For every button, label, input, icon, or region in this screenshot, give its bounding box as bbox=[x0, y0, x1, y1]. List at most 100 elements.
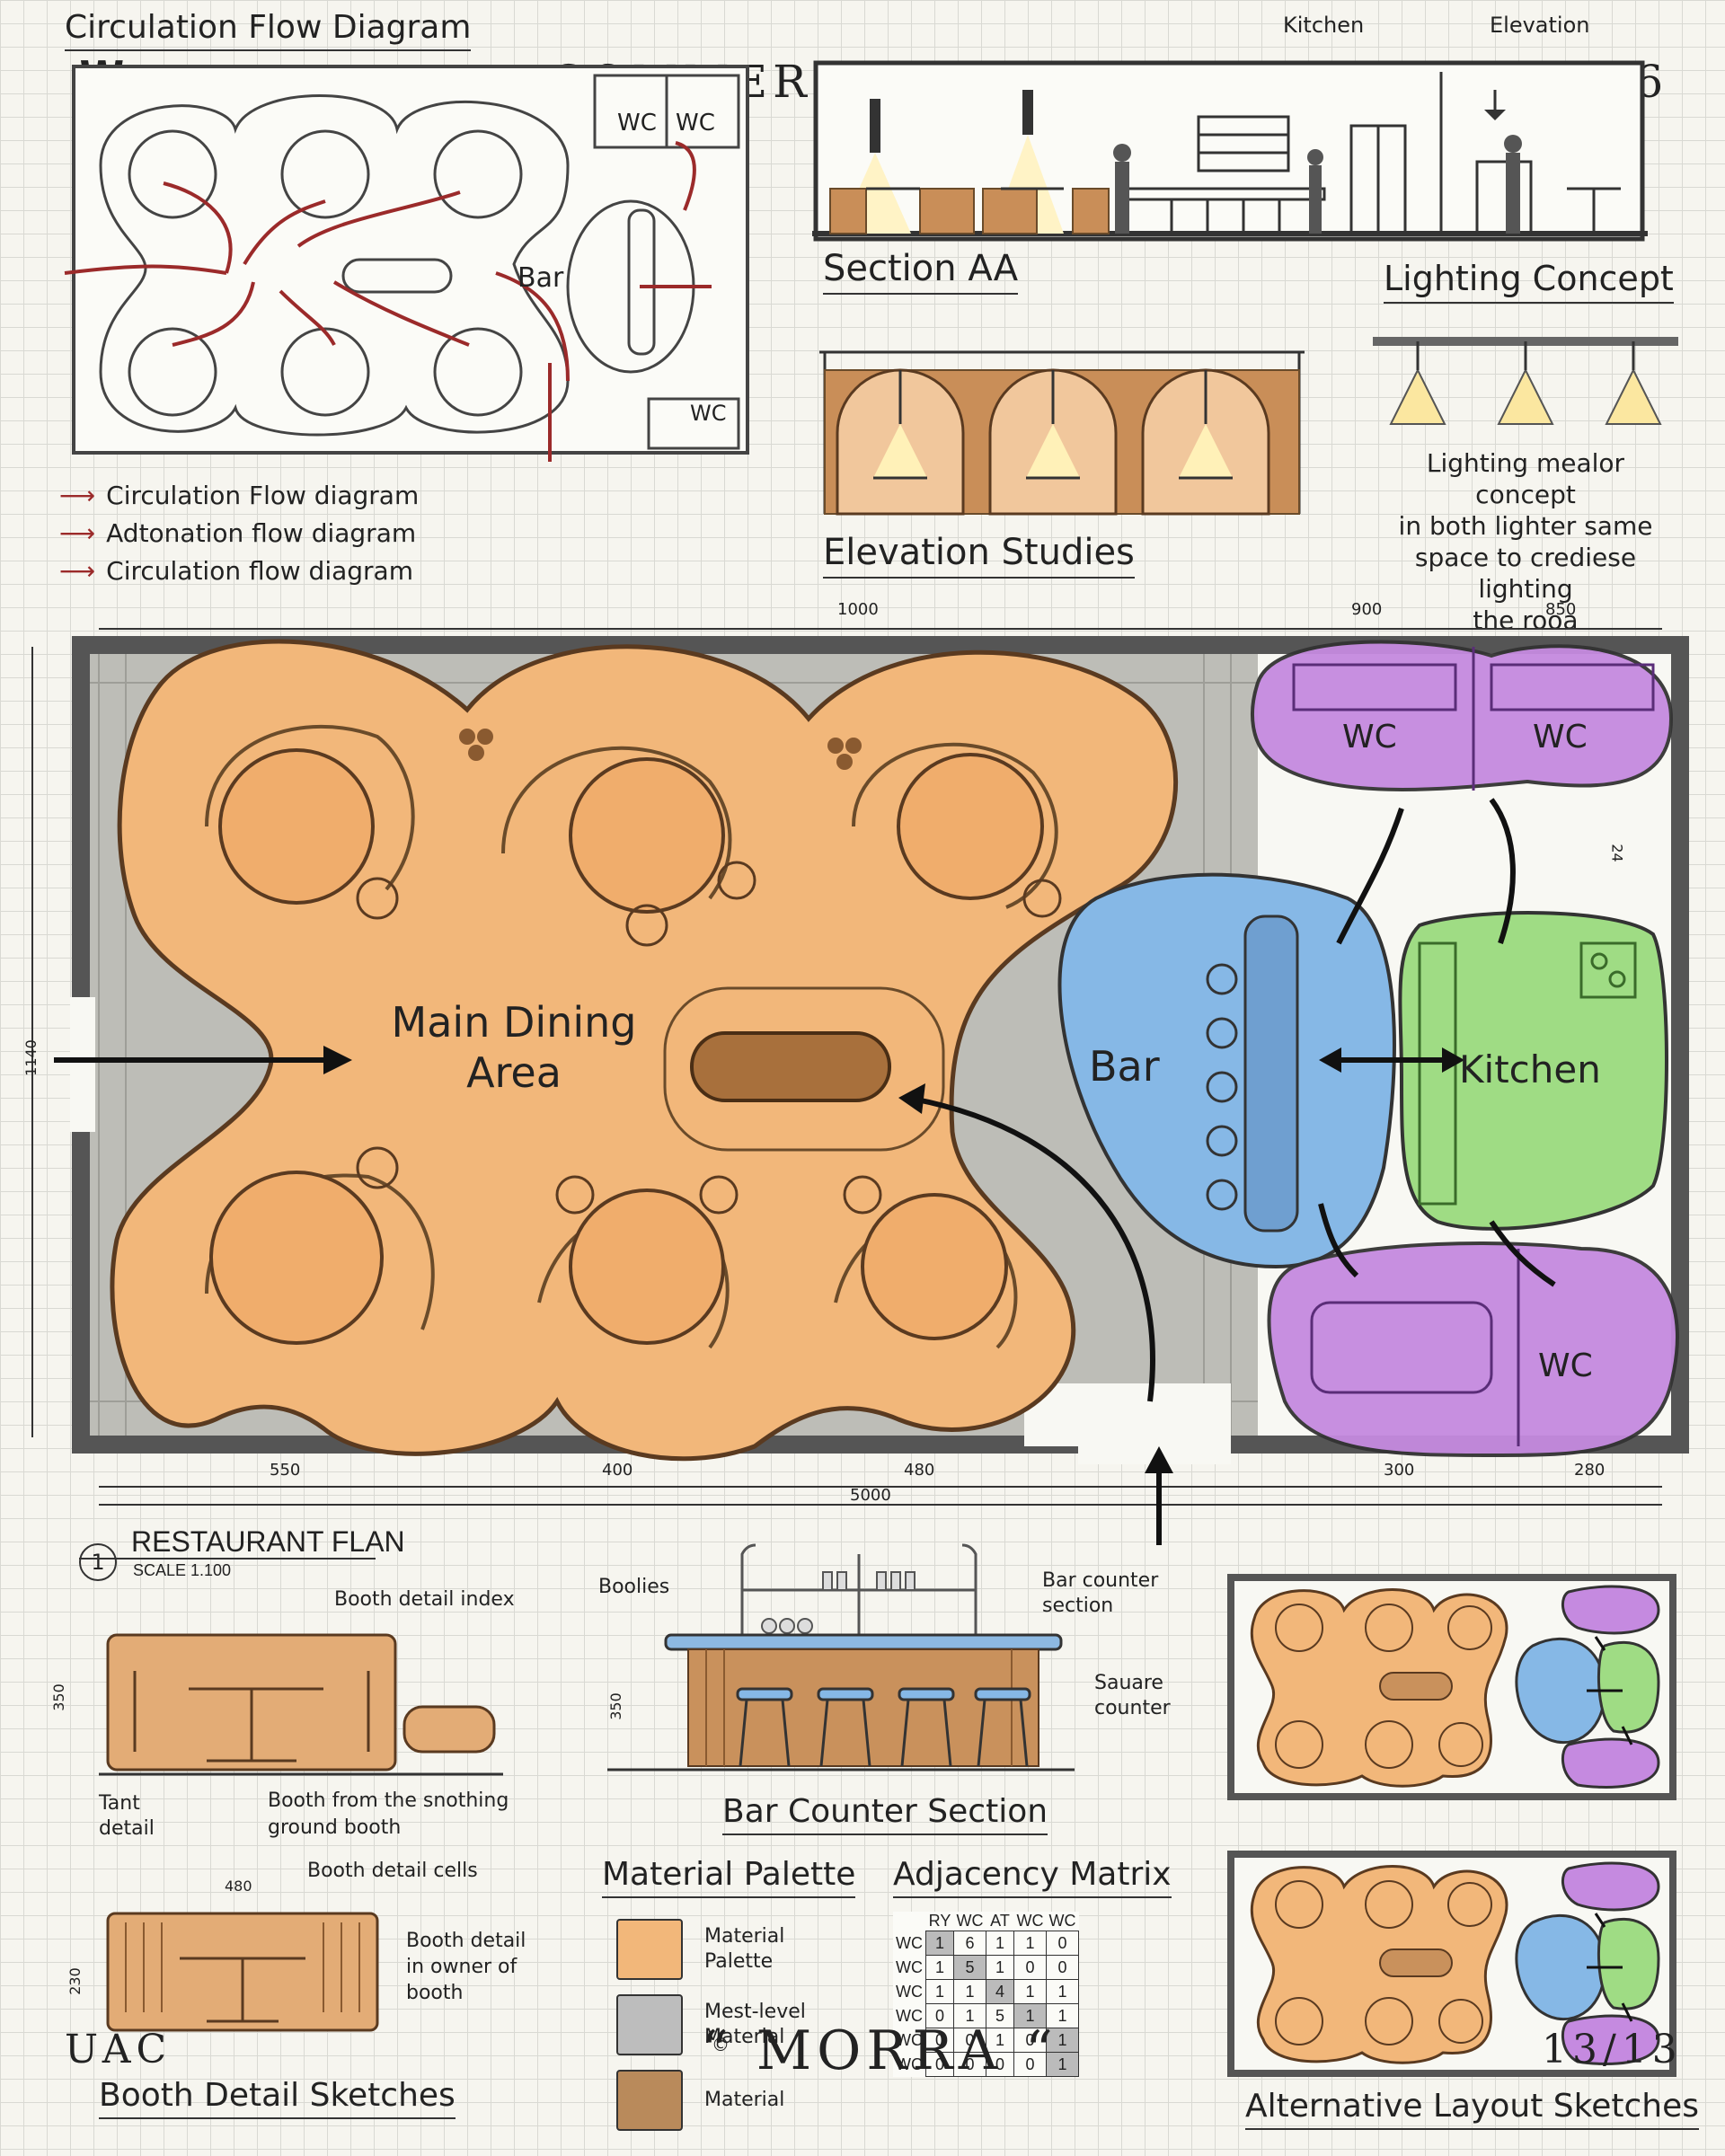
palette-label: Material bbox=[704, 2088, 784, 2113]
matrix-row-header: WC bbox=[896, 1933, 923, 1952]
plan-wc-top-right: WC bbox=[1533, 719, 1588, 755]
bar-square-line: Sauare bbox=[1094, 1672, 1163, 1694]
matrix-cell: 1 bbox=[1046, 1979, 1079, 2004]
matrix-col-header: AT bbox=[990, 1912, 1010, 1930]
flow-wc-3: WC bbox=[690, 401, 727, 426]
matrix-header-row: RY WC AT WC WC bbox=[893, 1912, 1079, 1931]
matrix-cell: 1 bbox=[1046, 2052, 1079, 2077]
matrix-col-header: WC bbox=[1016, 1912, 1044, 1930]
lighting-title: Lighting Concept bbox=[1384, 259, 1674, 304]
flow-bar-label: Bar bbox=[518, 262, 564, 294]
legend-item: ⟶ Circulation flow diagram bbox=[59, 552, 419, 589]
booth-dim-350: 350 bbox=[49, 1683, 67, 1711]
bar-section-title: Bar Counter Section bbox=[722, 1793, 1048, 1835]
matrix-cell: 1 bbox=[953, 2003, 986, 2028]
booth-sketch-2 bbox=[106, 1912, 379, 2032]
matrix-row: WC 0 0 0 0 1 bbox=[893, 2052, 1079, 2077]
booth-sketch-1 bbox=[99, 1633, 503, 1776]
main-dining-line: Area bbox=[466, 1048, 562, 1097]
matrix-cell: 5 bbox=[953, 1955, 986, 1980]
matrix-cell: 5 bbox=[986, 2003, 1014, 2028]
arrow-icon: ⟶ bbox=[59, 480, 96, 510]
page-number: 13/13 bbox=[1542, 2027, 1683, 2072]
bar-square-label: Sauare counter bbox=[1094, 1671, 1171, 1721]
booth-owner-line: Booth detail bbox=[406, 1930, 526, 1952]
matrix-cell: 0 bbox=[953, 2052, 986, 2077]
palette-item: Material bbox=[616, 2063, 806, 2138]
booth-title: Booth Detail Sketches bbox=[99, 2077, 456, 2119]
lighting-diagram bbox=[1373, 337, 1678, 425]
section-elevation-label: Elevation bbox=[1490, 13, 1590, 38]
legend-item: ⟶ Circulation Flow diagram bbox=[59, 476, 419, 514]
matrix-row-header: WC bbox=[896, 2006, 923, 2025]
alternative-layout-2 bbox=[1227, 1851, 1676, 2077]
dim-right: 24 bbox=[1608, 844, 1626, 862]
booth-owner-line: booth bbox=[406, 1982, 464, 2004]
bar-counter-section-line: Bar counter bbox=[1042, 1569, 1159, 1592]
palette-swatch bbox=[616, 1919, 683, 1980]
matrix-corner bbox=[893, 1912, 926, 1931]
plan-bar-label: Bar bbox=[1089, 1042, 1160, 1091]
matrix-row: WC 1 6 1 1 0 bbox=[893, 1931, 1079, 1956]
lighting-line: in both lighter same bbox=[1398, 511, 1653, 541]
dim-top-3: 850 bbox=[1545, 600, 1577, 619]
flow-legend: ⟶ Circulation Flow diagram ⟶ Adtonation … bbox=[59, 476, 419, 589]
booth-tant-line: detail bbox=[99, 1817, 155, 1840]
palette-swatch bbox=[616, 1994, 683, 2055]
restaurant-plan bbox=[31, 628, 1689, 1545]
dim-top-1: 1000 bbox=[837, 600, 879, 619]
booth-index-label: Booth detail index bbox=[334, 1588, 515, 1611]
section-kitchen-label: Kitchen bbox=[1283, 13, 1365, 38]
legend-label: Circulation Flow diagram bbox=[106, 480, 420, 510]
dim-bottom-4: 300 bbox=[1384, 1461, 1415, 1480]
plan-scale: SCALE 1.100 bbox=[133, 1561, 232, 1579]
matrix-cell: 1 bbox=[953, 1979, 986, 2004]
booth-from-label: Booth from the snothing ground booth bbox=[268, 1788, 509, 1842]
lighting-line: space to crediese lighting bbox=[1414, 543, 1637, 604]
elevation-studies-title: Elevation Studies bbox=[823, 532, 1135, 579]
arrow-icon: ⟶ bbox=[59, 555, 96, 586]
palette-item: Mest-level Material bbox=[616, 1987, 806, 2063]
matrix-cell: 1 bbox=[986, 1931, 1014, 1956]
plan-kitchen-label: Kitchen bbox=[1459, 1047, 1601, 1091]
plan-main-dining-label: Main Dining Area bbox=[388, 997, 640, 1098]
palette-label-line: Palette bbox=[704, 1950, 774, 1973]
adjacency-matrix: RY WC AT WC WC WC 1 6 1 1 0 WC 1 5 1 0 0… bbox=[893, 1912, 1079, 2077]
booth-tant-line: Tant bbox=[99, 1792, 140, 1815]
copyright-icon: © bbox=[712, 2034, 730, 2055]
matrix-row-header: WC bbox=[896, 1957, 923, 1976]
alternative-layout-1 bbox=[1227, 1574, 1676, 1800]
booth-cells-label: Booth detail cells bbox=[307, 1860, 478, 1882]
palette-label: Mest-level Material bbox=[704, 2000, 806, 2050]
adjacency-title: Adjacency Matrix bbox=[893, 1856, 1172, 1898]
dim-bottom-1: 550 bbox=[270, 1461, 301, 1480]
dim-bottom-3: 480 bbox=[904, 1461, 935, 1480]
dim-bottom-2: 400 bbox=[602, 1461, 633, 1480]
matrix-col-header: WC bbox=[956, 1912, 984, 1930]
plan-label-underline bbox=[79, 1558, 376, 1560]
palette-label-line: Mest-level bbox=[704, 2001, 806, 2023]
booth-owner-label: Booth detail in owner of booth bbox=[406, 1928, 526, 2006]
footer-left: UAC bbox=[65, 2027, 172, 2072]
matrix-row: WC 0 0 1 0 1 bbox=[893, 2028, 1079, 2053]
matrix-cell: 0 bbox=[925, 2052, 954, 2077]
dim-left: 1140 bbox=[22, 1039, 40, 1076]
matrix-cell: 1 bbox=[986, 1955, 1014, 1980]
legend-label: Adtonation flow diagram bbox=[106, 517, 417, 548]
bar-square-line: counter bbox=[1094, 1697, 1171, 1719]
booth-from-line: Booth from the snothing bbox=[268, 1789, 509, 1812]
dim-total: 5000 bbox=[850, 1486, 891, 1505]
lighting-line: Lighting mealor concept bbox=[1426, 448, 1625, 509]
matrix-row: WC 1 5 1 0 0 bbox=[893, 1955, 1079, 1980]
footer-center: “ MORRA “ bbox=[701, 2019, 1058, 2082]
matrix-cell: 1 bbox=[986, 2028, 1014, 2053]
palette-list: Material Palette Mest-level Material Mat… bbox=[616, 1912, 806, 2138]
matrix-row-header: WC bbox=[896, 1982, 923, 2001]
palette-item: Material Palette bbox=[616, 1912, 806, 1987]
dim-top-2: 900 bbox=[1351, 600, 1383, 619]
flow-wc-2: WC bbox=[676, 110, 715, 137]
matrix-cell: 0 bbox=[1046, 1931, 1079, 1956]
matrix-cell: 1 bbox=[925, 1979, 954, 2004]
bar-dim-350: 350 bbox=[606, 1692, 624, 1720]
palette-label-line: Material bbox=[704, 1925, 785, 1948]
